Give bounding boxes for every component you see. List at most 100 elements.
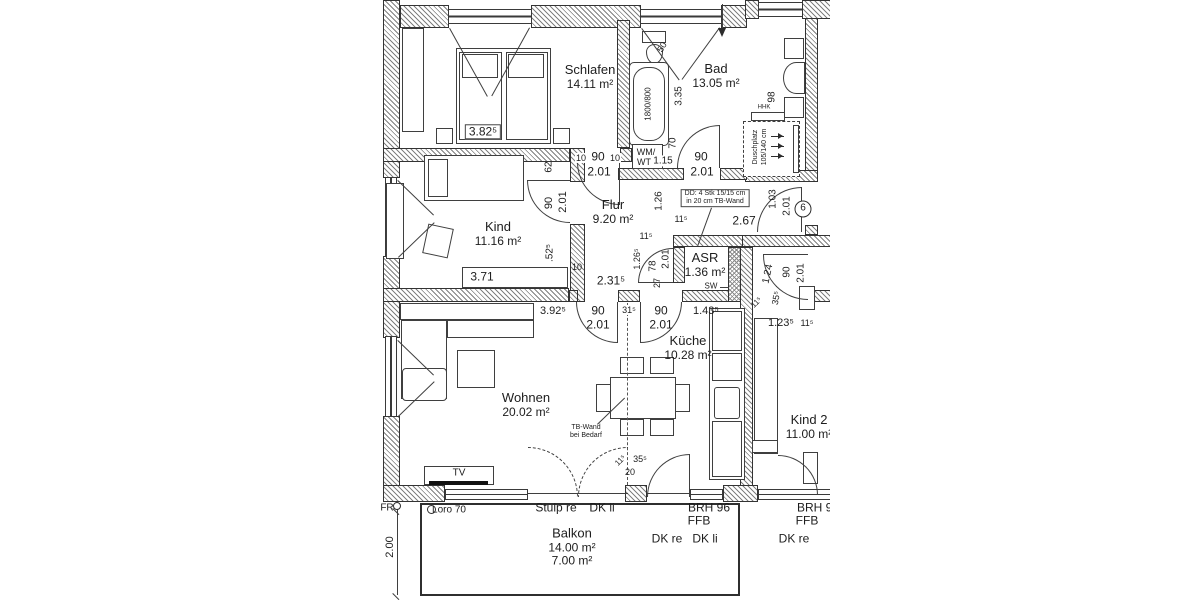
dimension-label: 11⁵	[674, 213, 688, 224]
dimension-label: 20	[624, 466, 636, 477]
fr-circle-icon	[393, 502, 401, 510]
wall-segment	[723, 485, 758, 502]
washbasin	[783, 62, 805, 94]
window	[385, 336, 397, 417]
door-leaf	[763, 254, 808, 255]
wall-segment	[740, 235, 830, 247]
window-spec-label: BRH 96	[796, 500, 830, 515]
wall-segment	[383, 485, 445, 502]
dimension-label: 3.35	[673, 86, 685, 106]
dimension-label: 10	[571, 261, 583, 272]
sofa-seat	[447, 320, 534, 338]
door-leaf	[689, 454, 690, 497]
wall-segment	[620, 148, 632, 162]
dimension-label: 2.01	[781, 196, 793, 216]
dimension-label: 1.26	[653, 191, 665, 211]
pillow	[462, 54, 498, 78]
dimension-label: 78	[647, 260, 659, 272]
shower-arrow-icon	[771, 133, 784, 139]
window	[640, 9, 722, 24]
window-sill-height-label: BRH 82	[641, 0, 680, 1]
dimension-label: 2.31⁵	[596, 273, 626, 288]
dining-table	[610, 377, 676, 419]
dimension-label: 3.92⁵	[540, 304, 566, 317]
dimension-label: .52⁵	[544, 243, 556, 263]
dimension-label: 10	[608, 152, 622, 164]
dimension-label: 2.01	[587, 164, 611, 179]
chair	[620, 419, 644, 436]
wall-segment	[618, 290, 640, 302]
bath-cabinet	[784, 38, 804, 59]
window-spec-label: BRH 96	[687, 500, 731, 515]
dimension-label: 2.01	[586, 317, 610, 332]
dimension-label: 1.03	[767, 189, 779, 209]
pipe-label: SW	[704, 281, 718, 291]
door-spec-label: DK li	[589, 500, 615, 515]
dimension-label: 10	[574, 152, 588, 164]
dimension-tick	[392, 593, 400, 600]
stove	[712, 353, 742, 381]
window-sill-height-label: BRH 82	[478, 0, 517, 1]
dimension-label: 2.01	[660, 249, 672, 269]
nightstand	[436, 128, 453, 144]
shower-area	[743, 121, 800, 177]
wall-segment	[673, 235, 743, 247]
dimension-label: 90	[542, 196, 555, 210]
radiator-label: HHK	[757, 104, 771, 111]
dimension-label: 98	[766, 91, 778, 103]
dimension-label: 70	[667, 137, 679, 149]
dimension-label: 2.01	[556, 191, 569, 213]
wall-segment	[805, 225, 818, 235]
door-number: 6	[794, 200, 812, 218]
dimension-label: 2.00	[383, 536, 396, 558]
downpipe-label: Loro 70	[432, 504, 466, 516]
shower-arrow-icon	[771, 153, 784, 159]
tb-wand-partition	[627, 303, 628, 485]
wall-segment	[721, 5, 747, 28]
sink	[714, 387, 740, 419]
dimension-label: 90	[590, 149, 606, 164]
wall-segment	[805, 18, 818, 182]
dimension-label: 62	[543, 161, 555, 173]
wall-segment	[383, 288, 569, 302]
chair	[596, 384, 611, 412]
chair	[650, 419, 674, 436]
door-leaf	[619, 162, 620, 205]
window-spec-label: DK li	[692, 531, 718, 546]
dimension-label: 35⁵	[633, 453, 647, 464]
wall-segment	[400, 5, 449, 28]
wardrobe	[402, 28, 424, 132]
pillow	[428, 159, 448, 197]
dimension-label: 90	[693, 149, 709, 164]
sofa-back	[400, 303, 534, 320]
kitchen-cabinet	[712, 311, 742, 351]
wall-segment	[618, 168, 684, 180]
kitchen-cabinet	[712, 421, 742, 477]
shower-size-label: 105/140 cm	[761, 128, 769, 166]
washer-label: WM/	[636, 146, 656, 157]
dimension-label: 2.01	[795, 263, 807, 283]
dimension-label: 2.67	[732, 213, 756, 228]
wardrobe	[754, 318, 778, 454]
wall-segment	[673, 247, 685, 283]
dimension-label: 1.15	[652, 155, 674, 167]
dimension-label: 3.82⁵	[464, 124, 502, 140]
window	[445, 489, 528, 500]
dimension-label: 2.01	[649, 317, 673, 332]
side-table	[457, 350, 495, 388]
window-spec-label: DK re	[651, 531, 683, 546]
window-spec-label: FFB	[687, 513, 711, 528]
shower-arrow-icon	[771, 143, 784, 149]
floor-plan: BRH 82BRH 823.82⁵1800/8003.355098HHKDusc…	[380, 0, 830, 600]
dimension-label: 2.01	[690, 164, 714, 179]
dimension-label: 1.26⁵	[631, 248, 642, 270]
